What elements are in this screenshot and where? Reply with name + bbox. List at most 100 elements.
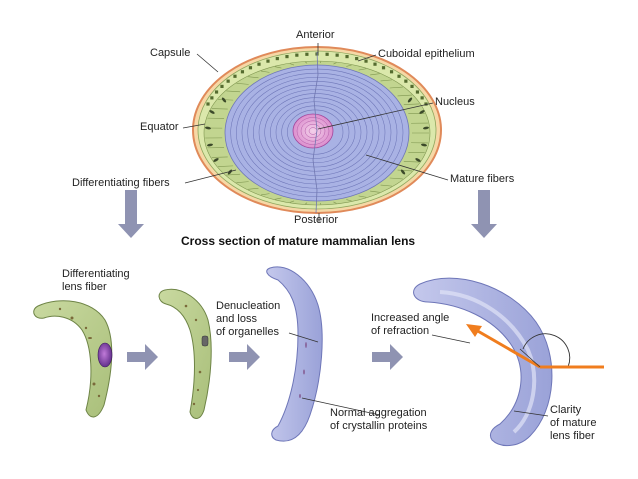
leader-lines [182, 43, 449, 222]
process-arrows [118, 190, 497, 370]
label-capsule: Capsule [150, 47, 191, 59]
epithelial-cell [389, 70, 394, 74]
lens-cross-section [192, 46, 442, 214]
organelles-1 [58, 307, 101, 398]
epithelial-cell [233, 74, 237, 78]
fiber-line [289, 63, 295, 66]
epithelial-cell [404, 79, 408, 83]
fiber-nucleus [221, 97, 227, 103]
fiber-line [226, 173, 241, 176]
fiber-nucleus [400, 169, 406, 175]
fiber-line [389, 177, 403, 180]
mature-fiber-cell [266, 266, 323, 442]
epithelial-cell [355, 56, 359, 61]
fiber-line [236, 83, 249, 85]
label-normal-aggregation: Normal aggregation of crystallin protein… [330, 407, 428, 432]
fiber-line [403, 161, 420, 163]
fiber-nucleus [415, 158, 421, 162]
clarity-leader [513, 410, 549, 417]
fiber-line [236, 181, 249, 183]
fiber-line [226, 90, 241, 93]
down-arrow-right-icon [471, 190, 497, 238]
label-clarity: Clarity of mature lens fiber [550, 404, 597, 442]
fiber-nucleus [227, 169, 233, 175]
angle-leader [431, 334, 471, 344]
fiber-line [274, 197, 282, 200]
fiber-line [380, 184, 392, 187]
epithelial-cell [373, 62, 377, 66]
mature-ring [264, 93, 368, 172]
epithelial-cell [210, 96, 214, 100]
fiber-line [320, 61, 322, 64]
epithelial-cell [275, 56, 279, 61]
crystallin-marks-3 [299, 342, 307, 398]
label-posterior: Posterior [294, 214, 339, 226]
fiber-inner-highlight [439, 290, 537, 434]
fiber-nucleus [407, 97, 413, 103]
refraction-angle-arc [522, 333, 571, 368]
fiber-line [211, 108, 228, 110]
stage-leaders [288, 332, 549, 417]
fiber-line [260, 70, 270, 73]
equator-leader [182, 123, 206, 129]
label-differentiating-fibers: Differentiating fibers [72, 177, 170, 189]
fiber-cell-body-1 [33, 300, 113, 418]
fiber-line [370, 190, 380, 193]
label-anterior: Anterior [296, 29, 335, 41]
nucleus-leader [317, 102, 434, 130]
nucleus-rings [296, 117, 330, 145]
label-cuboidal-epithelium: Cuboidal epithelium [378, 48, 475, 60]
mature-ring [270, 97, 362, 168]
mature-lens-fiber [413, 277, 553, 446]
fiber-line [346, 199, 352, 202]
fiber-nucleus [213, 158, 219, 162]
fiber-line [333, 201, 337, 204]
fiber-line [403, 103, 420, 105]
epithelium-cells [206, 52, 428, 106]
fiber-lines [205, 61, 429, 205]
fiber-nucleus [207, 143, 213, 147]
label-nucleus: Nucleus [435, 96, 475, 108]
fiber-line [346, 64, 352, 67]
epithelial-cell [240, 70, 245, 74]
figure-title: Cross section of mature mammalian lens [181, 234, 416, 248]
fiber-line [358, 195, 367, 198]
epithelial-cell [415, 90, 420, 94]
fiber-line [397, 94, 412, 97]
organelles-2 [184, 304, 202, 406]
fiber-line [380, 79, 392, 82]
down-arrow-left-icon [118, 190, 144, 238]
label-differentiating-lens-fiber: Differentiating lens fiber [62, 268, 130, 293]
epithelial-cell [214, 90, 219, 94]
epithelial-cell [220, 84, 224, 89]
epithelium-leader [357, 54, 377, 62]
fiber-line [358, 68, 367, 71]
ray-inside-fiber [519, 348, 541, 368]
fiber-line [370, 73, 380, 76]
epithelial-cell [424, 102, 428, 106]
fiber-nucleus [209, 110, 215, 114]
nucleus-ring [304, 123, 322, 139]
label-increased-angle: Increased angle of refraction [371, 312, 450, 337]
label-equator: Equator [140, 121, 179, 133]
epithelial-cell [410, 84, 414, 89]
refracted-ray [475, 328, 541, 369]
epithelial-cell [397, 74, 401, 78]
denucleation-leader [288, 332, 319, 343]
right-arrow-1-icon [127, 344, 158, 370]
fiber-nucleus [421, 143, 427, 147]
fiber-line [211, 156, 228, 158]
label-mature-fibers: Mature fibers [450, 173, 515, 185]
fiber-nucleus [205, 126, 211, 130]
fiber-line [305, 61, 308, 64]
fiber-line [218, 99, 234, 101]
fiber-line [218, 165, 234, 167]
fiber-cell-body-2 [158, 288, 212, 419]
mature-leader [365, 154, 449, 181]
epithelial-cell [285, 54, 289, 59]
aggregation-leader [301, 397, 381, 416]
fiber-line [320, 202, 322, 205]
fiber-line [274, 66, 282, 69]
mature-ring [275, 101, 356, 164]
